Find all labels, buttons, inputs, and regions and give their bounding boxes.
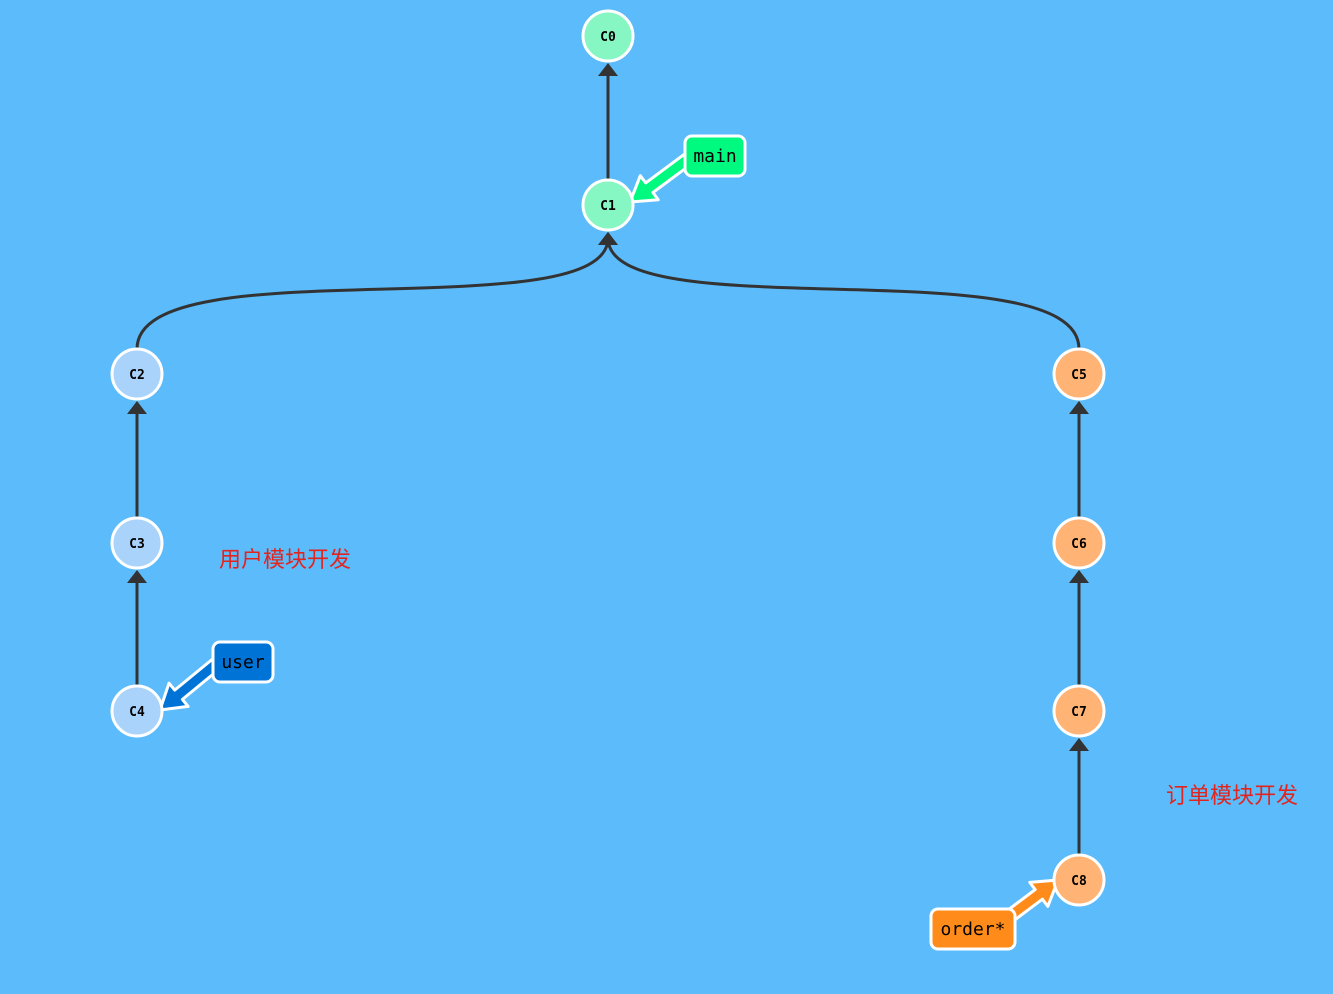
branch-pointer-arrow: [628, 152, 694, 204]
arrowhead-C1-C0: [598, 63, 618, 76]
note-user-module: 用户模块开发: [219, 548, 352, 573]
arrowhead-C4-C3: [127, 570, 147, 583]
commit-label: C3: [129, 537, 145, 552]
branch-label-box: [929, 907, 1017, 951]
commit-c1: C1: [581, 178, 635, 232]
commit-circle: [581, 178, 635, 232]
arrowhead-C5-C1: [598, 232, 618, 245]
commit-circle: [1052, 516, 1106, 570]
branch-main: main: [628, 134, 747, 204]
branch-label-box: [211, 640, 275, 684]
commit-circle: [1052, 853, 1106, 907]
branch-pointer-arrow: [158, 657, 222, 712]
commit-c4: C4: [110, 684, 164, 738]
branch-label-text: main: [693, 146, 736, 167]
commit-circle: [110, 516, 164, 570]
commit-c6: C6: [1052, 516, 1106, 570]
commit-label: C8: [1071, 874, 1087, 889]
arrowheads: [127, 63, 1089, 751]
arrowhead-C8-C7: [1069, 738, 1089, 751]
commit-circle: [110, 684, 164, 738]
branch-pointer-arrow: [1004, 878, 1060, 923]
commit-circle: [1052, 347, 1106, 401]
commit-circle: [581, 9, 635, 63]
arrowhead-C6-C5: [1069, 401, 1089, 414]
branch-label-text: user: [221, 652, 265, 673]
commit-label: C4: [129, 705, 145, 720]
note-order-module: 订单模块开发: [1166, 784, 1299, 809]
commit-c3: C3: [110, 516, 164, 570]
commit-label: C2: [129, 368, 145, 383]
commit-label: C5: [1071, 368, 1087, 383]
branch-label-text: order*: [940, 919, 1005, 940]
commit-c0: C0: [581, 9, 635, 63]
arrowhead-C7-C6: [1069, 570, 1089, 583]
arrowhead-C3-C2: [127, 401, 147, 414]
commit-circle: [1052, 684, 1106, 738]
branch-label-box: [683, 134, 747, 178]
commit-c7: C7: [1052, 684, 1106, 738]
branch-user: user: [158, 640, 275, 712]
commit-c5: C5: [1052, 347, 1106, 401]
commit-circle: [110, 347, 164, 401]
edge-C2-C1: [135, 237, 610, 350]
commit-label: C7: [1071, 705, 1087, 720]
branch-order: order*: [929, 878, 1060, 951]
edge-C5-C1: [606, 237, 1081, 350]
commit-c8: C8: [1052, 853, 1106, 907]
branch-labels: main user order*: [158, 134, 1060, 951]
commit-label: C1: [600, 199, 616, 214]
commit-label: C0: [600, 30, 616, 45]
edges: [135, 71, 1081, 855]
commit-label: C6: [1071, 537, 1087, 552]
commit-c2: C2: [110, 347, 164, 401]
